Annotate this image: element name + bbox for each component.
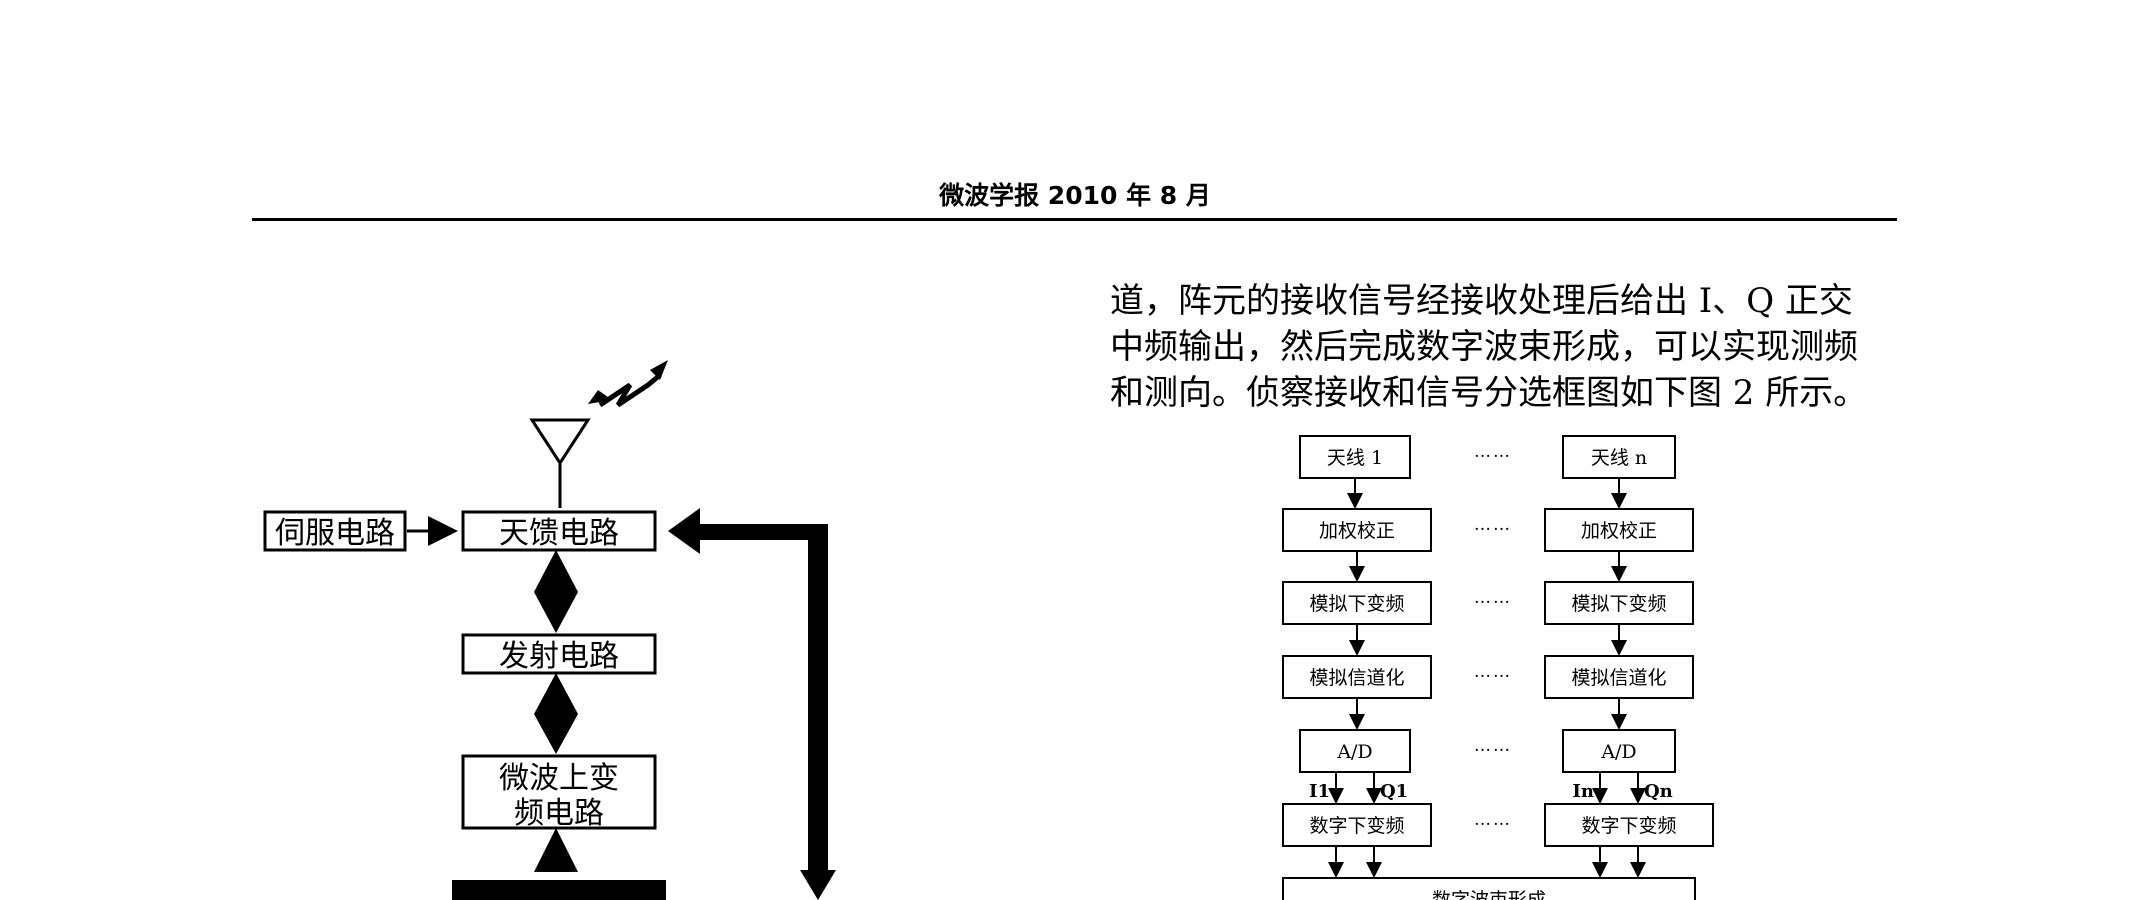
weight-calibration-block-1: 加权校正 [1282, 508, 1432, 552]
analog-downconvert-block-n: 模拟下变频 [1544, 581, 1694, 625]
analog-channelizer-block-1: 模拟信道化 [1282, 655, 1432, 699]
digital-beamforming-label: 数字波束形成 [1432, 889, 1546, 900]
upconverter-label-line2: 频电路 [514, 796, 604, 831]
radio-wave-icon [588, 360, 668, 408]
servo-circuit-label: 伺服电路 [275, 516, 395, 551]
digital-downconvert-block-1: 数字下变频 [1282, 803, 1432, 847]
adc-block-n: A/D [1562, 729, 1676, 773]
ellipsis-row-digital-ddc: …… [1474, 810, 1512, 830]
ellipsis-row-weight: …… [1474, 515, 1512, 535]
ellipsis-row-antenna: …… [1474, 442, 1512, 462]
transmitter-label: 发射电路 [499, 639, 619, 674]
i1-label: I1 [1309, 781, 1330, 802]
antenna-1-block: 天线 1 [1299, 435, 1411, 479]
in-label: In [1572, 781, 1594, 802]
digital-downconvert-label-1: 数字下变频 [1309, 815, 1404, 837]
weight-calibration-block-n: 加权校正 [1544, 508, 1694, 552]
antenna-feeder-block: 天馈电路 [461, 510, 657, 552]
upconverter-block: 微波上变 频电路 [461, 754, 657, 831]
antenna-n-label: 天线 n [1591, 447, 1647, 469]
journal-header: 微波学报 2010 年 8 月 [939, 181, 1211, 210]
bottom-block-edge [452, 880, 666, 900]
antenna-n-block: 天线 n [1562, 435, 1676, 479]
digital-downconvert-block-n: 数字下变频 [1544, 803, 1714, 847]
servo-circuit-block: 伺服电路 [263, 510, 407, 552]
body-paragraph: 道，阵元的接收信号经接收处理后给出 I、Q 正交 中频输出，然后完成数字波束形成… [1110, 281, 1868, 413]
ellipsis-row-analog-ddc: …… [1474, 588, 1512, 608]
digital-downconvert-label-n: 数字下变频 [1581, 815, 1676, 837]
upward-arrow [534, 828, 578, 872]
transmitter-block: 发射电路 [461, 633, 657, 675]
antenna-feeder-label: 天馈电路 [499, 516, 619, 551]
bidirectional-arrow [534, 673, 578, 754]
adc-block-1: A/D [1299, 729, 1411, 773]
analog-downconvert-label-n: 模拟下变频 [1571, 593, 1666, 615]
ellipsis-row-adc: …… [1474, 736, 1512, 756]
qn-label: Qn [1644, 781, 1673, 802]
analog-downconvert-label-1: 模拟下变频 [1309, 593, 1404, 615]
analog-channelizer-label-n: 模拟信道化 [1571, 667, 1666, 689]
header-rule [252, 218, 1897, 221]
bidirectional-arrow [534, 550, 578, 633]
antenna-1-label: 天线 1 [1327, 447, 1383, 469]
antenna-icon [529, 418, 591, 508]
adc-label-n: A/D [1600, 741, 1636, 763]
feedback-loop-arrow [668, 508, 836, 900]
analog-channelizer-block-n: 模拟信道化 [1544, 655, 1694, 699]
digital-beamforming-block: 数字波束形成 [1282, 877, 1696, 900]
weight-calibration-label-n: 加权校正 [1581, 520, 1657, 542]
q1-label: Q1 [1380, 781, 1408, 802]
adc-label-1: A/D [1336, 741, 1372, 763]
analog-downconvert-block-1: 模拟下变频 [1282, 581, 1432, 625]
analog-channelizer-label-1: 模拟信道化 [1309, 667, 1404, 689]
upconverter-label-line1: 微波上变 [499, 761, 619, 796]
ellipsis-row-channelizer: …… [1474, 662, 1512, 682]
weight-calibration-label-1: 加权校正 [1319, 520, 1395, 542]
